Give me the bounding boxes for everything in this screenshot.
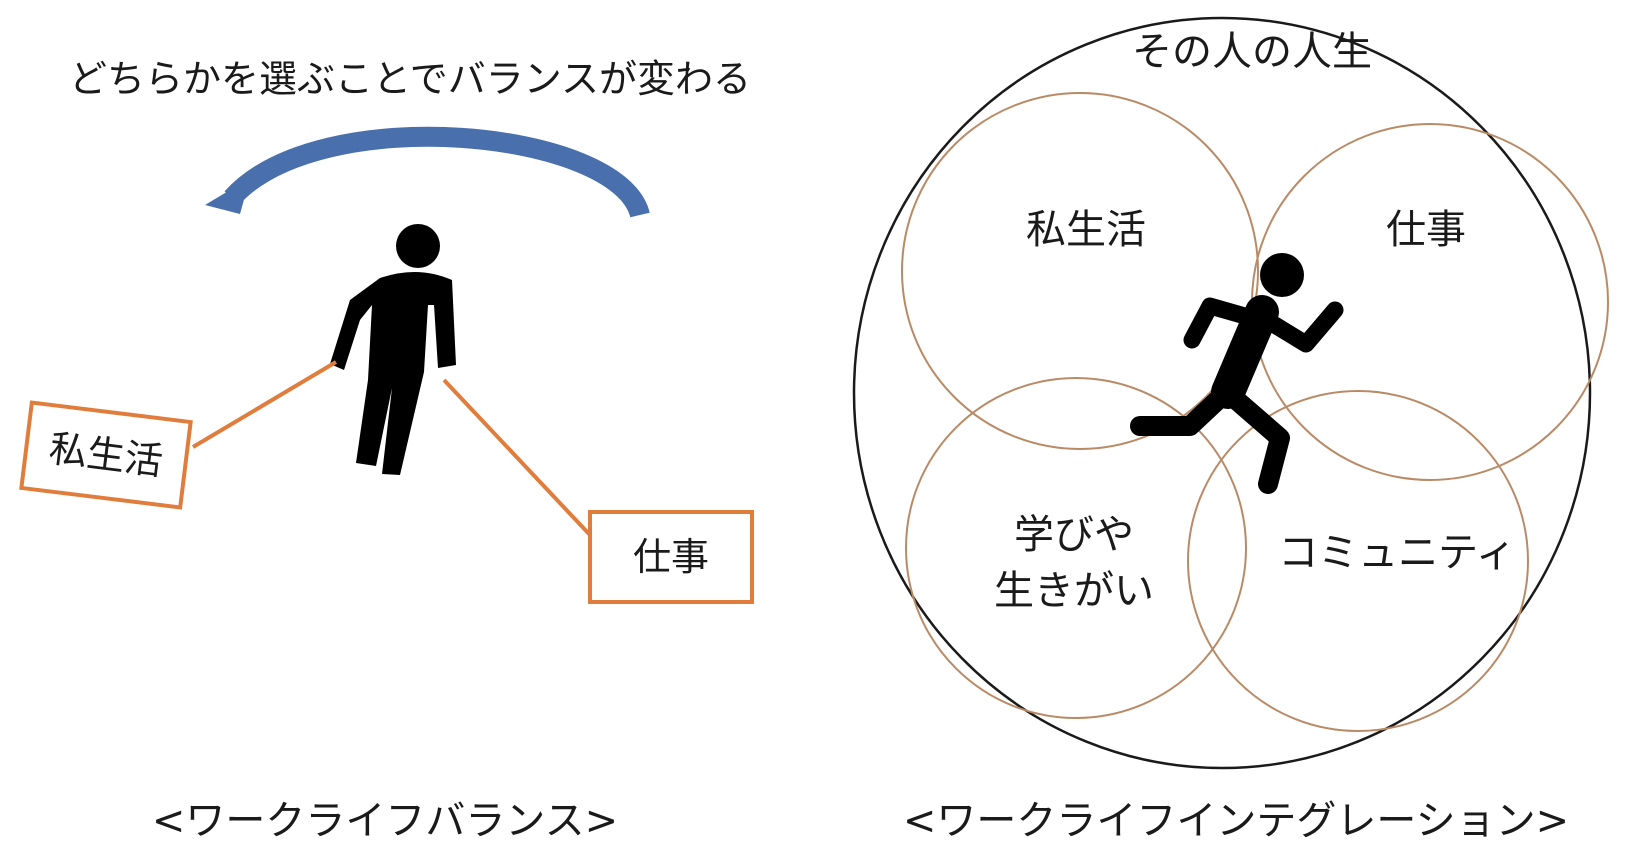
standing-person-icon [330, 224, 456, 475]
running-person-icon [1130, 253, 1344, 494]
curved-arrow-icon [205, 126, 650, 219]
private-life-box: 私生活 [19, 400, 193, 510]
learning-circle-label-line2: 生きがい [994, 568, 1154, 614]
private-leash [191, 360, 338, 449]
private-life-circle [901, 92, 1259, 450]
work-circle [1251, 123, 1609, 481]
work-circle-label: 仕事 [1386, 207, 1466, 253]
work-label: 仕事 [633, 535, 709, 579]
balance-heading: どちらかを選ぶことでバランスが変わる [69, 57, 751, 101]
life-title: その人の人生 [1132, 29, 1372, 75]
life-circle [852, 16, 1592, 770]
learning-circle-label-line1: 学びや [1014, 512, 1134, 558]
community-circle-label: コミュニティ [1278, 530, 1516, 576]
work-leash [442, 378, 592, 537]
integration-caption: <ワークライフインテグレーション> [903, 798, 1569, 844]
learning-circle [905, 377, 1247, 719]
work-box: 仕事 [588, 510, 754, 604]
work-life-balance-panel: どちらかを選ぶことでバランスが変わる 私生活 仕事 <ワークライフバランス> [19, 57, 754, 844]
work-life-integration-panel: その人の人生 私生活 仕事 学びや 生きがい コミュニティ <ワークライフインテ… [852, 16, 1609, 844]
community-circle [1187, 390, 1529, 732]
balance-caption: <ワークライフバランス> [152, 798, 618, 844]
private-life-circle-label: 私生活 [1026, 207, 1146, 253]
